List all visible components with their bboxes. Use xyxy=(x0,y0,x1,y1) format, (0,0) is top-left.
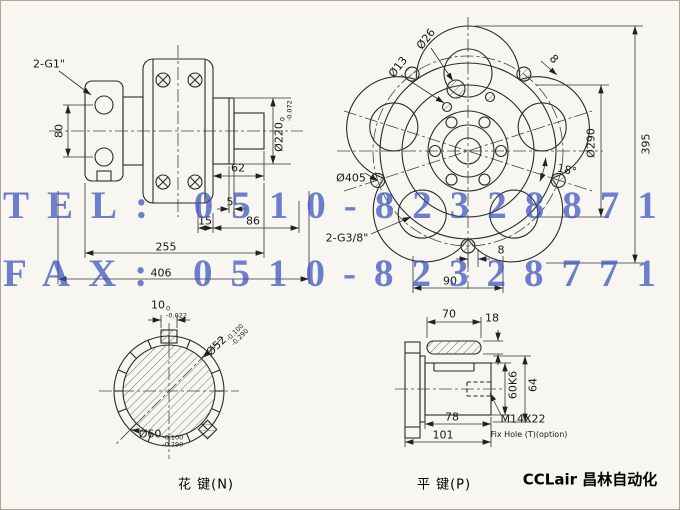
dim-90: 90 xyxy=(443,274,457,288)
key-view-label: 平 键(P) xyxy=(416,477,472,493)
dim-5: 5 xyxy=(226,195,234,209)
dim-8-bottom: 8 xyxy=(497,243,505,257)
spline-view xyxy=(99,323,239,459)
dim-dia220-tolerance: 0-0.072 xyxy=(279,100,294,122)
tol-lo: -0.072 xyxy=(285,100,293,122)
tol-hi: 0 xyxy=(166,304,171,313)
dim-60k6: 60K6 xyxy=(506,370,520,400)
port-hole-bottom xyxy=(94,147,114,167)
key-view xyxy=(395,340,505,439)
dim-dia220-value: Ø220 xyxy=(272,122,286,152)
spline-key-tooth xyxy=(160,329,178,344)
output-shaft xyxy=(233,112,265,150)
spline-tab xyxy=(197,419,218,440)
dim-10-value: 10 xyxy=(151,298,166,312)
dim-dia60-tolerance: -0.100-0.290 xyxy=(162,433,184,448)
tol-lo: -0.022 xyxy=(166,311,187,319)
key-flange xyxy=(404,341,421,439)
side-view-dims xyxy=(57,70,310,284)
key-view-dims xyxy=(404,317,531,447)
side-view xyxy=(49,45,303,217)
flat-key-bar xyxy=(426,340,482,355)
drain-plug xyxy=(96,170,112,182)
cylinder-lobes xyxy=(369,48,567,239)
housing-star-outline xyxy=(346,25,590,263)
dim-dia290: Ø290 xyxy=(584,128,598,158)
dim-80: 80 xyxy=(52,124,66,138)
spline-view-label: 花 键(N) xyxy=(177,477,235,493)
circle-290 xyxy=(401,84,535,218)
tol-hi: -0.100 xyxy=(162,433,184,442)
port-hole-top xyxy=(94,95,114,115)
tol-lo: -0.290 xyxy=(162,440,184,448)
dim-395: 395 xyxy=(639,133,653,155)
brand-logo-text: CCLair 昌林自动化 xyxy=(522,470,658,489)
flange-bolts xyxy=(155,72,203,190)
dim-thread-m14x22: M14X22 xyxy=(500,412,546,426)
front-view xyxy=(337,17,603,289)
dim-dia405: Ø405 xyxy=(336,171,366,185)
dim-18deg: 18° xyxy=(556,161,578,179)
dim-86: 86 xyxy=(246,214,260,228)
dim-10-tolerance: 0-0.022 xyxy=(166,304,187,319)
spline-core xyxy=(122,344,216,438)
dim-dia60: Ø60-0.100-0.290 xyxy=(139,429,184,448)
spline-view-dims xyxy=(130,315,216,434)
dim-255: 255 xyxy=(155,240,177,254)
front-view-dims xyxy=(364,25,643,293)
dim-dia60-value: Ø60 xyxy=(138,427,162,441)
dim-101: 101 xyxy=(432,428,454,442)
cover-screws xyxy=(428,116,508,186)
dim-15: 15 xyxy=(198,214,212,228)
dim-port-label-g1: 2-G1" xyxy=(33,57,65,71)
dim-78: 78 xyxy=(445,410,459,424)
key-shaft-body xyxy=(424,362,492,416)
fix-hole-note: Fix Hole (T)(option) xyxy=(490,430,568,439)
dim-62: 62 xyxy=(231,161,245,175)
dim-70: 70 xyxy=(442,307,456,321)
dim-port-label-g38: 2-G3/8" xyxy=(325,231,369,245)
dim-64: 64 xyxy=(526,378,540,392)
dim-18: 18 xyxy=(485,311,499,325)
dim-406: 406 xyxy=(150,266,172,280)
